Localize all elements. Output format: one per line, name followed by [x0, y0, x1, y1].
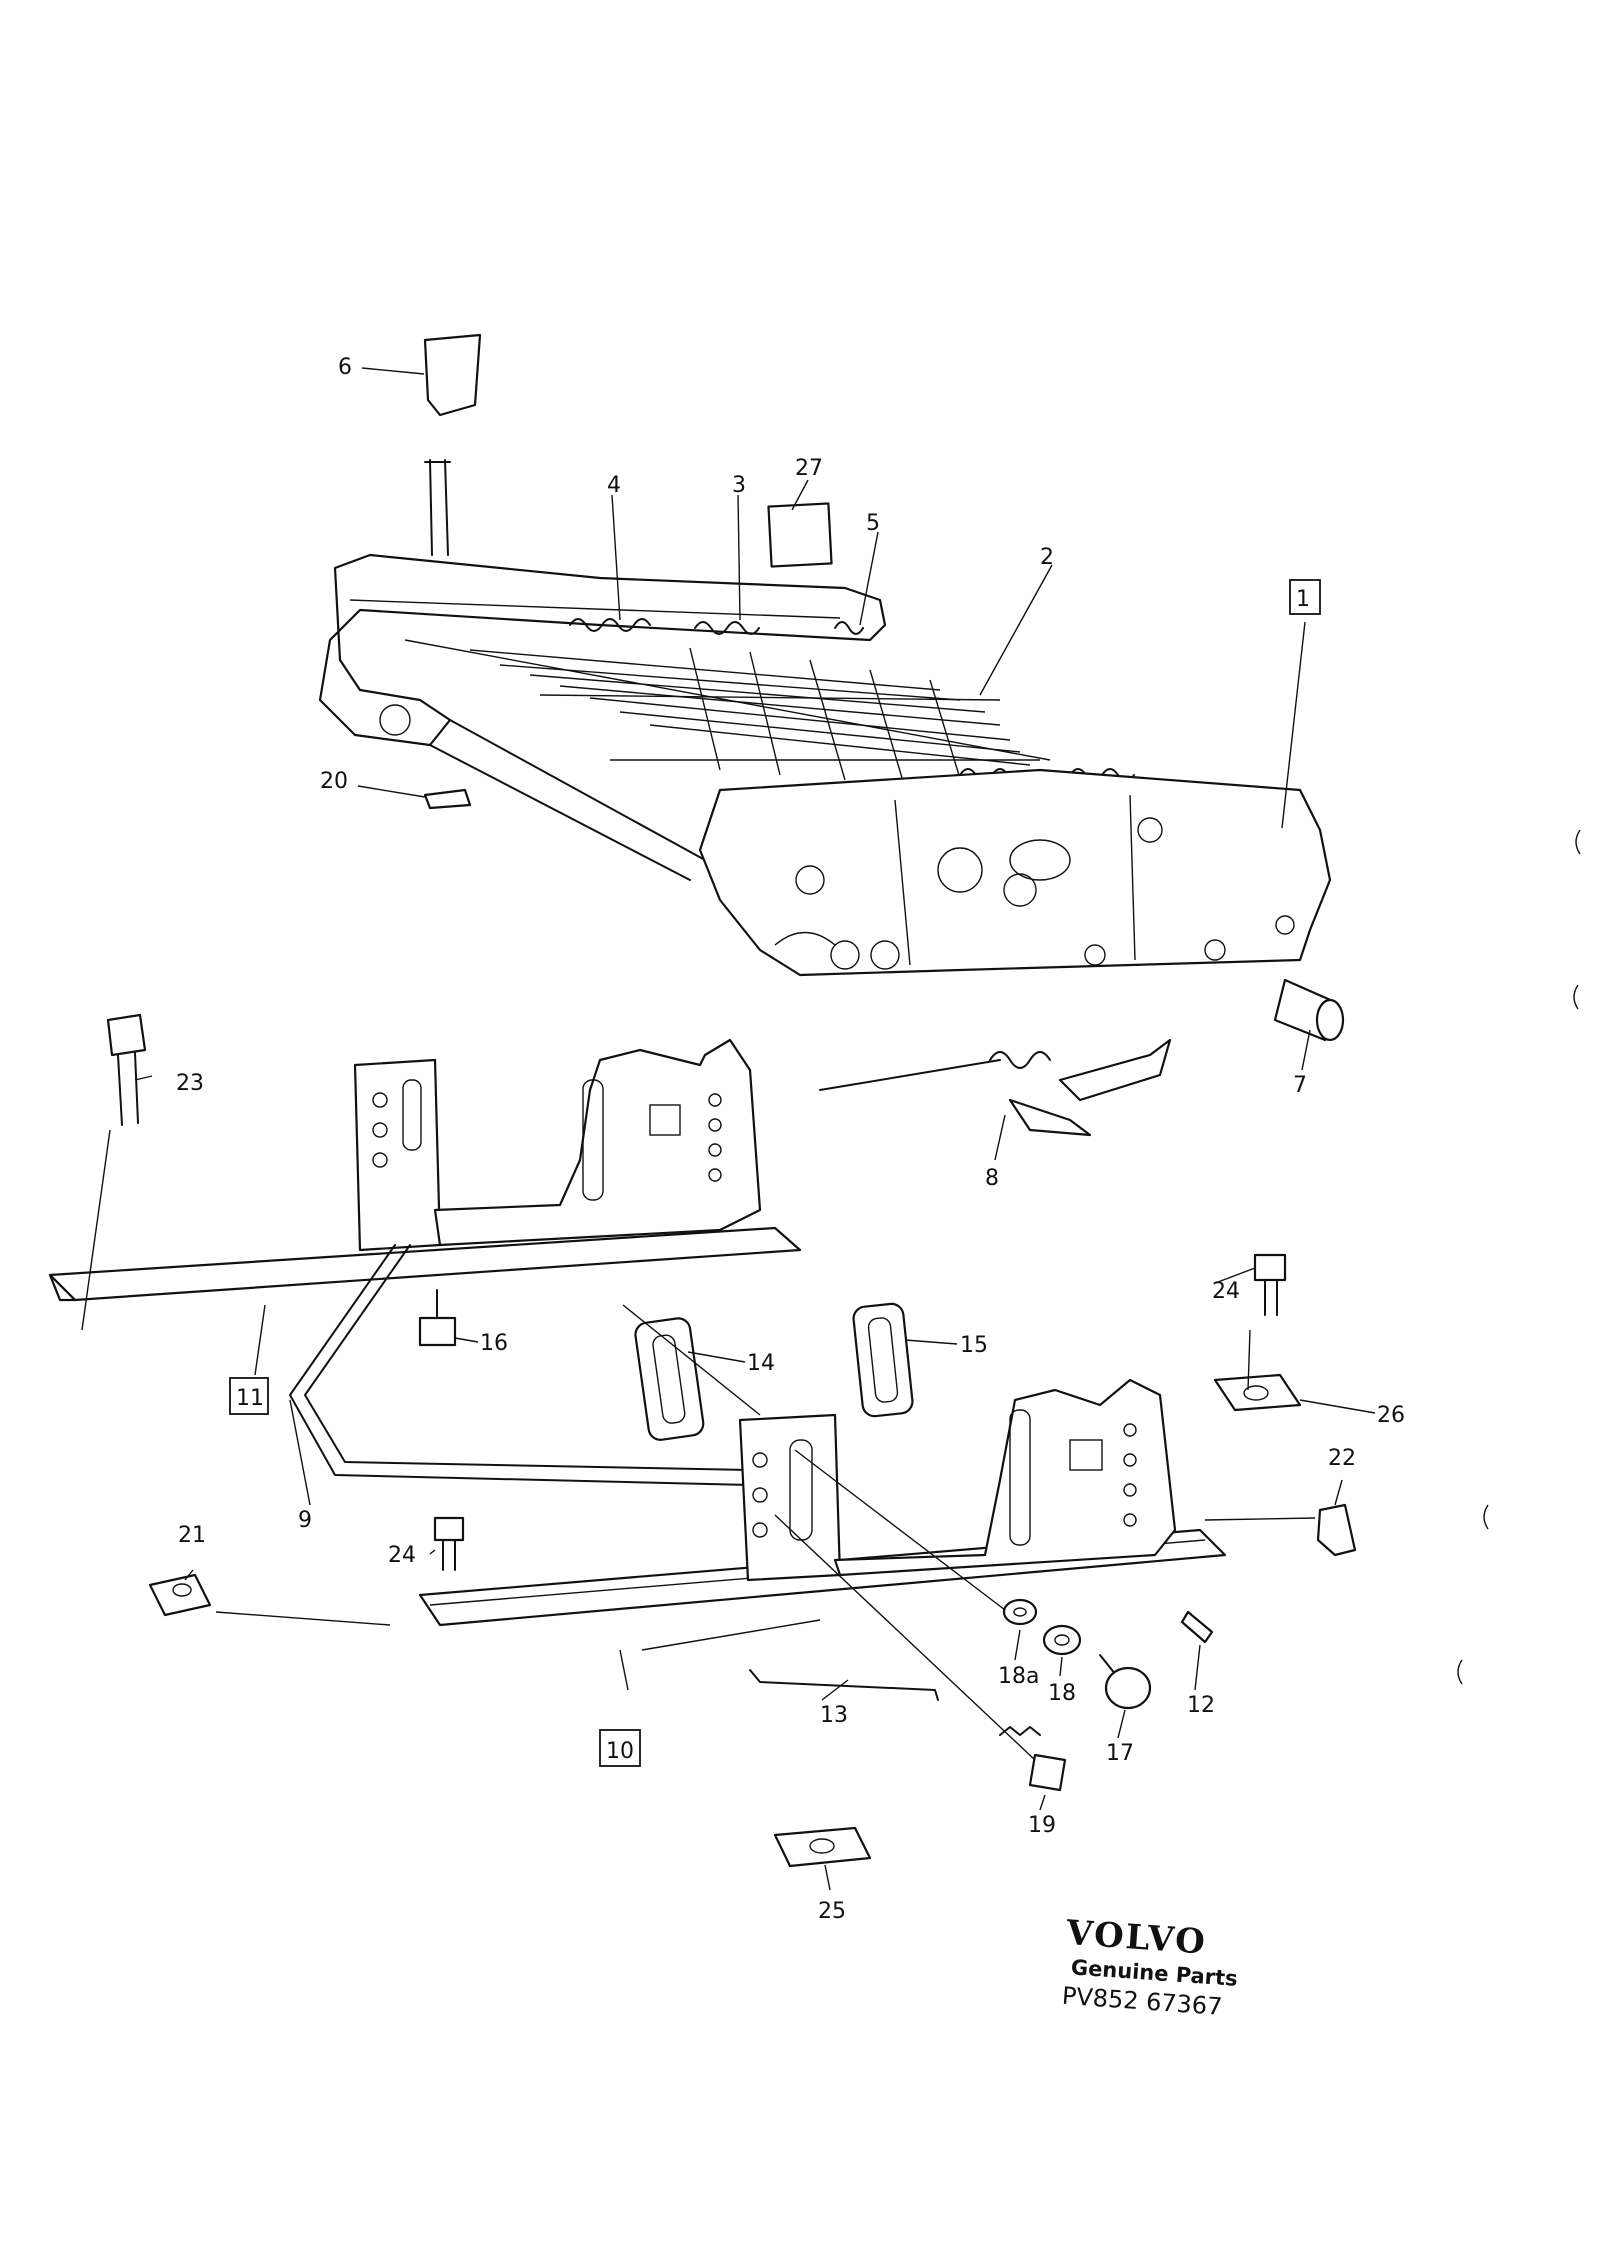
- brand-name: VOLVO: [1064, 1913, 1208, 1963]
- right-rail: [418, 1378, 1227, 1627]
- callout-box-10: [599, 1729, 641, 1767]
- guide-15: [852, 1302, 914, 1418]
- callout-labels: 1 2 3 4 5 6 7 8 9 10 11 12 13 14 15 16 1…: [176, 355, 1405, 1924]
- callout-box-1: [1289, 579, 1321, 615]
- callout-18a: 18a: [998, 1664, 1039, 1689]
- callout-6: 6: [338, 355, 352, 380]
- plate-25: [773, 1826, 872, 1868]
- left-rail: [48, 1038, 802, 1302]
- callout-4: 4: [607, 473, 621, 498]
- washer-18a: [1002, 1598, 1038, 1626]
- wire-grid: [404, 639, 1051, 796]
- springs: [569, 618, 1135, 782]
- bolt-19: [999, 1726, 1067, 1792]
- callout-9: 9: [298, 1508, 312, 1533]
- callout-27: 27: [795, 456, 823, 481]
- callout-10: 10: [606, 1739, 634, 1764]
- callout-13: 13: [820, 1703, 848, 1728]
- callout-23: 23: [176, 1071, 204, 1096]
- callout-17: 17: [1106, 1741, 1134, 1766]
- callout-7: 7: [1293, 1073, 1307, 1098]
- nut: [418, 1289, 457, 1347]
- bolt-24-upper: [1253, 1253, 1287, 1316]
- leader-lines: [81, 367, 1376, 1891]
- plate-26: [1213, 1373, 1302, 1412]
- spring-13: [749, 1669, 939, 1701]
- bolt: [106, 1013, 147, 1126]
- seat-frame: [318, 459, 1332, 977]
- callout-26: 26: [1377, 1403, 1405, 1428]
- callout-24-upper: 24: [1212, 1279, 1240, 1304]
- release-lever: [819, 1038, 1172, 1137]
- callout-14: 14: [747, 1351, 775, 1376]
- callout-16: 16: [480, 1331, 508, 1356]
- callout-18: 18: [1048, 1681, 1076, 1706]
- callout-24-lower: 24: [388, 1543, 416, 1568]
- pin-12: [1180, 1610, 1214, 1644]
- link-rod: [289, 1244, 751, 1486]
- callout-21: 21: [178, 1523, 206, 1548]
- clip-22: [1316, 1503, 1357, 1557]
- callout-box-11: [229, 1377, 269, 1415]
- bolt-24-lower: [433, 1516, 465, 1571]
- clip-21: [148, 1573, 212, 1617]
- knob-17: [1099, 1654, 1152, 1710]
- callout-22: 22: [1328, 1446, 1356, 1471]
- callout-12: 12: [1187, 1693, 1215, 1718]
- clip: [423, 788, 472, 810]
- callout-11: 11: [236, 1386, 264, 1411]
- callout-5: 5: [866, 511, 880, 536]
- bushing: [1273, 978, 1345, 1042]
- callout-25: 25: [818, 1899, 846, 1924]
- pad: [767, 502, 833, 568]
- callout-1: 1: [1296, 587, 1310, 612]
- callout-15: 15: [960, 1333, 988, 1358]
- callout-19: 19: [1028, 1813, 1056, 1838]
- callout-20: 20: [320, 769, 348, 794]
- margin-marks: [1457, 829, 1581, 1685]
- knob: [423, 333, 482, 417]
- brand-block: VOLVO Genuine Parts PV852 67367: [1061, 1913, 1238, 2021]
- callout-2: 2: [1040, 545, 1054, 570]
- guide-14: [634, 1317, 705, 1441]
- washer-18: [1042, 1624, 1082, 1656]
- callout-3: 3: [732, 473, 746, 498]
- callout-8: 8: [985, 1166, 999, 1191]
